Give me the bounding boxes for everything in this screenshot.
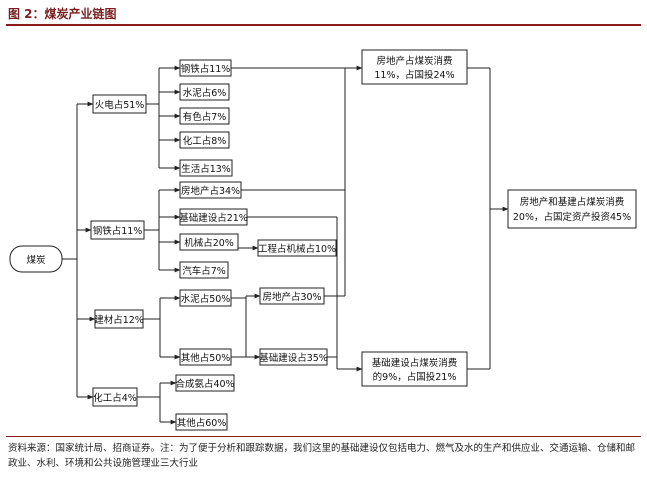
- node-steel: 钢铁占11%: [90, 220, 145, 240]
- node-coal-label: 煤炭: [26, 254, 46, 266]
- node-steel-auto: 汽车占7%: [179, 261, 229, 279]
- node-chemical-ammonia: 合成氨占40%: [175, 374, 235, 392]
- node-coal: 煤炭: [9, 245, 63, 273]
- node-steel-realestate: 房地产占34%: [179, 181, 242, 199]
- node-power-label: 火电占51%: [95, 99, 145, 111]
- node-building-realestate-label: 房地产占30%: [262, 291, 321, 303]
- node-steel-machinery: 机械占20%: [179, 233, 239, 251]
- node-steel-auto-label: 汽车占7%: [182, 265, 226, 277]
- node-power-steel: 钢铁占11%: [179, 59, 232, 77]
- node-power-chemical-label: 化工占8%: [183, 135, 227, 147]
- node-chemical-other: 其他占60%: [175, 413, 228, 431]
- node-building-infra-label: 基础建设占35%: [259, 352, 328, 364]
- node-power-cement-label: 水泥占6%: [183, 87, 227, 99]
- node-power-steel-label: 钢铁占11%: [181, 63, 231, 75]
- node-total-line1: 房地产和基建占煤炭消费: [520, 196, 625, 208]
- node-engineering-machinery-label: 工程占机械占10%: [258, 243, 336, 255]
- node-steel-machinery-label: 机械占20%: [184, 237, 234, 249]
- node-steel-infra-label: 基础建设占21%: [179, 212, 248, 224]
- node-building-cement: 水泥占50%: [179, 289, 232, 307]
- node-total-line2: 20%，占国定资产投资45%: [513, 211, 631, 223]
- node-realestate-coal-consumption: 房地产占煤炭消费 11%，占国投24%: [361, 49, 468, 85]
- node-infra-coal-line2: 的9%，占国投21%: [373, 371, 457, 383]
- node-building-infra: 基础建设占35%: [259, 348, 328, 366]
- node-steel-label: 钢铁占11%: [93, 225, 143, 237]
- node-steel-realestate-label: 房地产占34%: [181, 185, 240, 197]
- node-engineering-machinery: 工程占机械占10%: [257, 239, 337, 257]
- figure-title: 图 2：煤炭产业链图: [8, 7, 117, 21]
- node-building-label: 建材占12%: [94, 314, 144, 326]
- node-building-cement-label: 水泥占50%: [181, 293, 231, 305]
- title-divider: [6, 24, 641, 26]
- node-building-other-label: 其他占50%: [181, 352, 231, 364]
- node-realestate-coal-line2: 11%，占国投24%: [374, 69, 454, 81]
- node-steel-infra: 基础建设占21%: [179, 208, 248, 226]
- node-realestate-coal-line1: 房地产占煤炭消费: [376, 55, 452, 67]
- node-power-life: 生活占13%: [179, 159, 233, 177]
- source-divider: [6, 436, 641, 437]
- node-chemical-label: 化工占4%: [93, 392, 137, 404]
- node-power-nonferrous: 有色占7%: [179, 107, 230, 125]
- node-chemical-ammonia-label: 合成氨占40%: [175, 378, 234, 390]
- node-power-nonferrous-label: 有色占7%: [183, 111, 227, 123]
- node-power-life-label: 生活占13%: [181, 163, 231, 175]
- node-power-chemical: 化工占8%: [179, 131, 230, 149]
- node-infra-coal-line1: 基础建设占煤炭消费: [372, 357, 458, 369]
- node-infra-coal-consumption: 基础建设占煤炭消费 的9%，占国投21%: [361, 351, 468, 387]
- node-power-cement: 水泥占6%: [179, 83, 230, 101]
- node-chemical-other-label: 其他占60%: [177, 417, 227, 429]
- source-note: 资料来源：国家统计局、招商证券。注：为了便于分析和跟踪数据，我们这里的基础建设仅…: [8, 443, 636, 469]
- node-building: 建材占12%: [94, 309, 144, 329]
- node-building-other: 其他占50%: [179, 348, 232, 366]
- node-building-realestate: 房地产占30%: [259, 287, 325, 305]
- node-total-consumption: 房地产和基建占煤炭消费 20%，占国定资产投资45%: [507, 189, 637, 229]
- connectors: [62, 65, 509, 425]
- node-chemical: 化工占4%: [92, 387, 138, 407]
- node-power: 火电占51%: [92, 94, 147, 114]
